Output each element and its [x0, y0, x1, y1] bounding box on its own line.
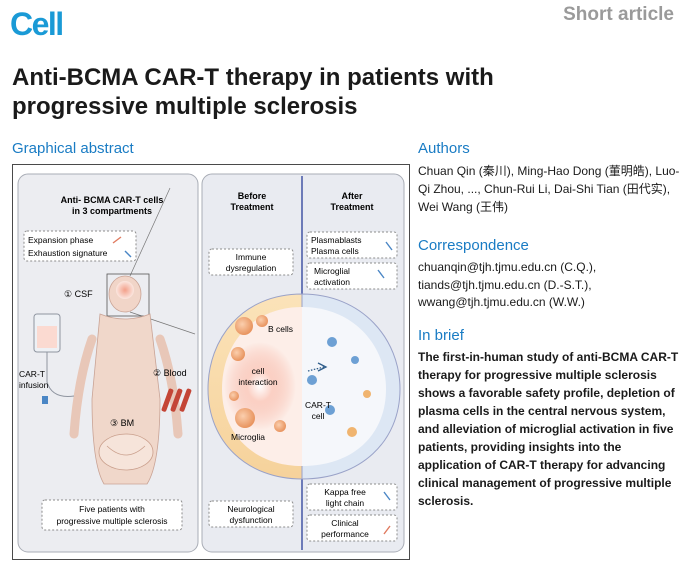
cart-infusion-line2: infusion	[19, 380, 49, 390]
correspondence-heading: Correspondence	[418, 237, 529, 254]
correspondence-block: chuanqin@tjh.tjmu.edu.cn (C.Q.), tiands@…	[418, 259, 680, 312]
correspondence-email-3[interactable]: wwang@tjh.tjmu.edu.cn (W.W.)	[418, 295, 585, 309]
down-arrow-icon	[377, 269, 385, 279]
plasma-cells-label: Plasma cells	[311, 246, 359, 256]
immune-line2: dysregulation	[226, 263, 277, 273]
clinical-line2: performance	[321, 529, 369, 539]
five-patients-line2: progressive multiple sclerosis	[56, 516, 167, 526]
blood-tube-icons	[161, 388, 192, 412]
body-illustration	[69, 313, 183, 485]
down-arrow-icon	[383, 491, 391, 501]
microglia-label: Microglia	[231, 432, 265, 442]
journal-logo: Cell	[10, 6, 64, 42]
article-type-label: Short article	[563, 4, 674, 25]
down-arrow-icon	[124, 250, 132, 258]
authors-heading: Authors	[418, 140, 470, 157]
microglial-line2: activation	[314, 277, 350, 287]
microglial-line1: Microglial	[314, 266, 350, 276]
correspondence-email-1[interactable]: chuanqin@tjh.tjmu.edu.cn (C.Q.),	[418, 260, 597, 274]
before-line1: Before	[238, 191, 267, 201]
immune-line1: Immune	[236, 252, 267, 262]
expansion-phase-label: Expansion phase	[28, 235, 93, 245]
kappa-line1: Kappa free	[324, 487, 366, 497]
kappa-line2: light chain	[326, 498, 365, 508]
up-arrow-icon	[383, 525, 391, 535]
five-patients-line1: Five patients with	[79, 504, 145, 514]
brain-cross-section	[207, 293, 401, 480]
exhaustion-signature-label: Exhaustion signature	[28, 248, 108, 258]
plasmablasts-label: Plasmablasts	[311, 235, 362, 245]
cell-interaction-line1: cell	[252, 366, 265, 376]
neuro-line2: dysfunction	[230, 515, 273, 525]
graphical-abstract-heading: Graphical abstract	[12, 140, 134, 157]
clinical-line1: Clinical	[331, 518, 359, 528]
csf-label: ① CSF	[64, 289, 93, 299]
blood-label: ② Blood	[153, 368, 187, 378]
article-title: Anti-BCMA CAR-T therapy in patients with…	[12, 64, 494, 120]
head-illustration	[106, 273, 150, 317]
up-arrow-icon	[112, 236, 122, 244]
cart-cell-line1: CAR-T	[305, 400, 331, 410]
correspondence-email-2[interactable]: tiands@tjh.tjmu.edu.cn (D.-S.T.),	[418, 277, 592, 292]
cart-cell-line2: cell	[312, 411, 325, 421]
cart-infusion-line1: CAR-T	[19, 369, 45, 379]
in-brief-heading: In brief	[418, 327, 464, 344]
authors-list: Chuan Qin (秦川), Ming-Hao Dong (董明皓), Luo…	[418, 164, 680, 214]
b-cells-label: B cells	[268, 324, 293, 334]
cell-interaction-line2: interaction	[238, 377, 277, 387]
left-title-line2: in 3 compartments	[72, 206, 152, 216]
after-line2: Treatment	[330, 202, 373, 212]
down-arrow-icon	[385, 241, 393, 251]
bm-label: ③ BM	[110, 418, 134, 428]
left-title-line1: Anti- BCMA CAR-T cells	[61, 195, 164, 205]
after-line1: After	[341, 191, 362, 201]
graphical-abstract-figure: Anti- BCMA CAR-T cells in 3 compartments…	[12, 164, 410, 560]
in-brief-text: The first-in-human study of anti-BCMA CA…	[418, 350, 679, 508]
before-line2: Treatment	[230, 202, 273, 212]
neuro-line1: Neurological	[227, 504, 274, 514]
iv-bag-icon	[33, 313, 75, 404]
